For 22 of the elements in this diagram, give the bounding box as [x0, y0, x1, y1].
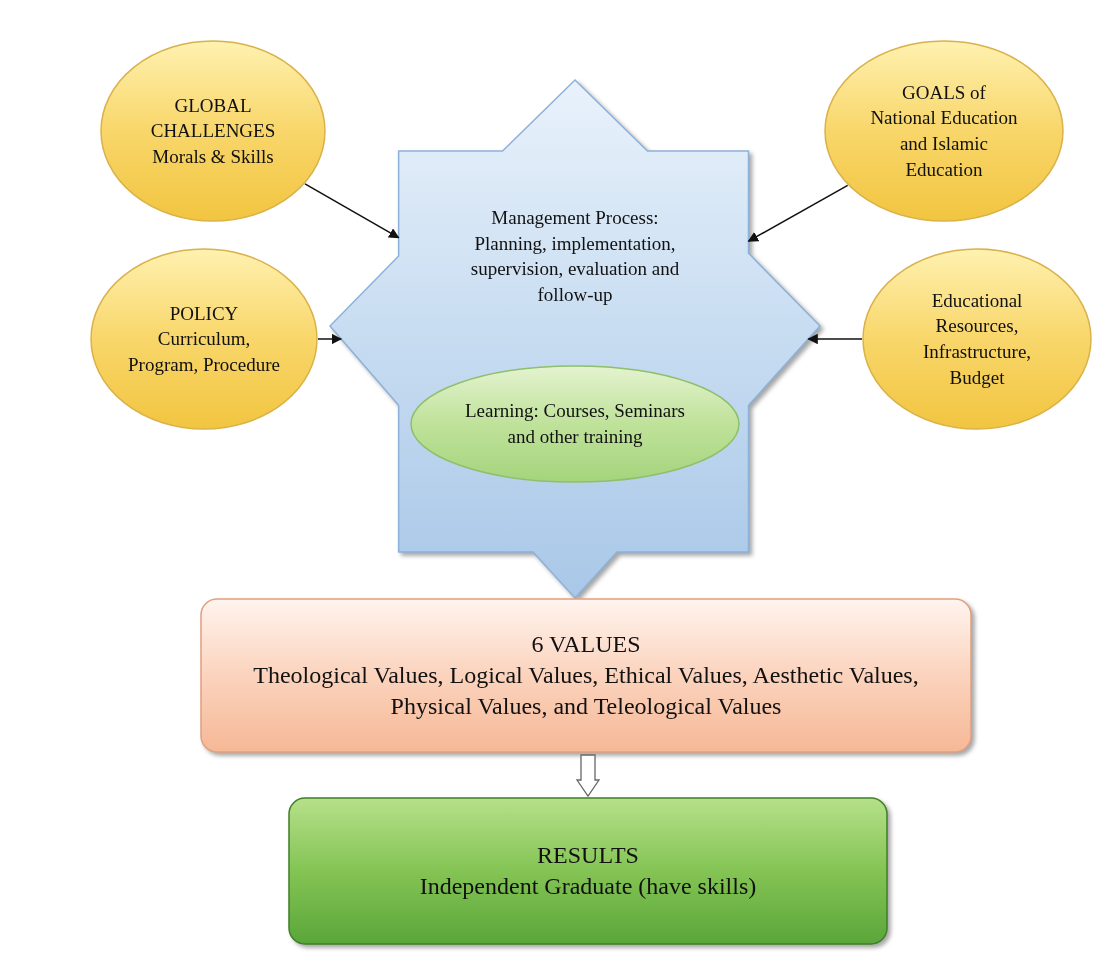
- node-text: GOALS of National Education and Islamic Education: [869, 80, 1019, 182]
- node-text: Curriculum, Program, Procedure: [127, 327, 281, 377]
- rounded-box: [288, 797, 888, 945]
- heading-text: 6 VALUES: [531, 629, 641, 659]
- node-text: Learning: Courses, Seminars and other training: [463, 399, 686, 449]
- node-text: Management Process: Planning, implementation, supervision, evaluation and follow-up: [469, 206, 681, 307]
- block-arrow: [575, 754, 601, 798]
- heading-text: GLOBAL CHALLENGES: [149, 93, 277, 144]
- ellipse-node: [410, 365, 740, 483]
- heading-text: RESULTS: [537, 840, 639, 870]
- node-text: Educational Resources, Infrastructure, Budget: [921, 288, 1033, 390]
- ellipse-node: [824, 40, 1064, 222]
- ellipse-node: [100, 40, 326, 222]
- star-shape: [330, 80, 820, 598]
- arrow: [807, 333, 863, 345]
- ellipse-node: [90, 248, 318, 430]
- node-text: Independent Graduate (have skills): [419, 872, 757, 901]
- node-text: Theological Values, Logical Values, Ethical Values, Aesthetic Values, Physical Values, and Teleological Values: [252, 660, 920, 722]
- heading-text: POLICY: [169, 301, 239, 326]
- ellipse-node: [862, 248, 1092, 430]
- rounded-box: [200, 598, 972, 753]
- node-text: Morals & Skills: [152, 144, 274, 169]
